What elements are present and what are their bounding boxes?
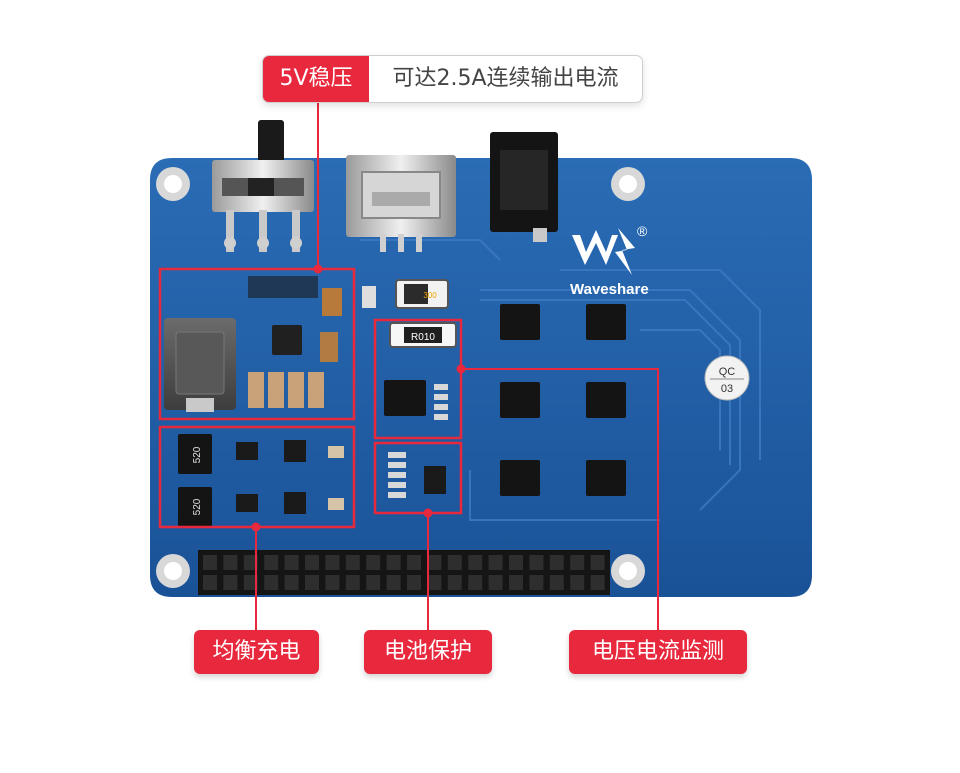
header-pin bbox=[549, 575, 564, 590]
header-pin bbox=[366, 555, 381, 570]
registered-mark: ® bbox=[637, 223, 648, 239]
regulator-tag: 5V稳压 bbox=[263, 56, 369, 102]
header-pin bbox=[427, 555, 442, 570]
header-pin bbox=[447, 555, 462, 570]
header-pin bbox=[264, 575, 279, 590]
header-pin bbox=[590, 555, 605, 570]
header-pin bbox=[570, 575, 585, 590]
resistor-520-top: 520 bbox=[192, 446, 203, 463]
header-pin bbox=[345, 575, 360, 590]
header-pin bbox=[366, 575, 381, 590]
battery-protection-tag: 电池保护 bbox=[364, 630, 492, 674]
monitor-chips bbox=[500, 304, 626, 496]
usb-port bbox=[346, 155, 456, 252]
brand-name: Waveshare bbox=[570, 281, 649, 298]
header-pin bbox=[345, 555, 360, 570]
highlight-boxes bbox=[158, 267, 463, 529]
gpio-header bbox=[198, 550, 610, 595]
qc-label: QC bbox=[719, 366, 736, 378]
header-pin bbox=[468, 575, 483, 590]
regulator-description: 可达2.5A连续输出电流 bbox=[392, 66, 619, 91]
mounting-hole bbox=[611, 167, 645, 201]
header-pin bbox=[264, 555, 279, 570]
qc-sticker: QC 03 bbox=[704, 355, 750, 401]
resistor-520-bottom: 520 bbox=[192, 498, 203, 515]
shunt-resistor-label: R010 bbox=[411, 332, 435, 343]
header-pin bbox=[284, 555, 299, 570]
header-pin bbox=[386, 555, 401, 570]
balance-components: 520 520 bbox=[178, 434, 344, 527]
header-pin bbox=[305, 555, 319, 570]
header-pin bbox=[203, 575, 217, 590]
header-pin bbox=[509, 555, 523, 570]
mounting-hole bbox=[156, 167, 190, 201]
leader-dots bbox=[251, 264, 466, 532]
header-pin bbox=[203, 555, 217, 570]
header-pin bbox=[570, 555, 585, 570]
header-pin bbox=[488, 575, 503, 590]
header-pin bbox=[284, 575, 299, 590]
balance-charging-tag: 均衡充电 bbox=[194, 630, 319, 674]
mounting-hole bbox=[156, 554, 190, 588]
header-pin bbox=[549, 555, 564, 570]
qc-number: 03 bbox=[721, 383, 733, 395]
voltage-current-monitor-tag: 电压电流监测 bbox=[569, 630, 747, 674]
header-pin bbox=[243, 555, 258, 570]
leader-lines bbox=[255, 100, 659, 630]
battery-highlight bbox=[373, 441, 463, 515]
mounting-hole bbox=[611, 554, 645, 588]
header-pin bbox=[407, 555, 421, 570]
header-pin bbox=[386, 575, 401, 590]
header-pin bbox=[325, 555, 340, 570]
waveshare-logo: ® Waveshare bbox=[570, 223, 649, 298]
header-pin bbox=[223, 575, 238, 590]
protection-highlight bbox=[373, 318, 463, 440]
regulator-highlight bbox=[158, 267, 356, 421]
header-pin bbox=[529, 555, 544, 570]
header-pin bbox=[509, 575, 523, 590]
header-pin bbox=[407, 575, 421, 590]
dc-jack bbox=[490, 132, 558, 242]
header-pin bbox=[325, 575, 340, 590]
header-pin bbox=[488, 555, 503, 570]
protection-components: 300 R010 bbox=[362, 279, 457, 498]
part-300: 300 bbox=[423, 291, 437, 300]
header-pin bbox=[427, 575, 442, 590]
header-pin bbox=[590, 575, 605, 590]
power-switch bbox=[212, 120, 314, 252]
header-pin bbox=[529, 575, 544, 590]
header-pin bbox=[243, 575, 258, 590]
header-pin bbox=[305, 575, 319, 590]
header-pin bbox=[223, 555, 238, 570]
header-pin bbox=[468, 555, 483, 570]
regulator-components bbox=[164, 276, 342, 412]
header-pin bbox=[447, 575, 462, 590]
regulator-callout: 5V稳压 可达2.5A连续输出电流 bbox=[262, 55, 643, 103]
